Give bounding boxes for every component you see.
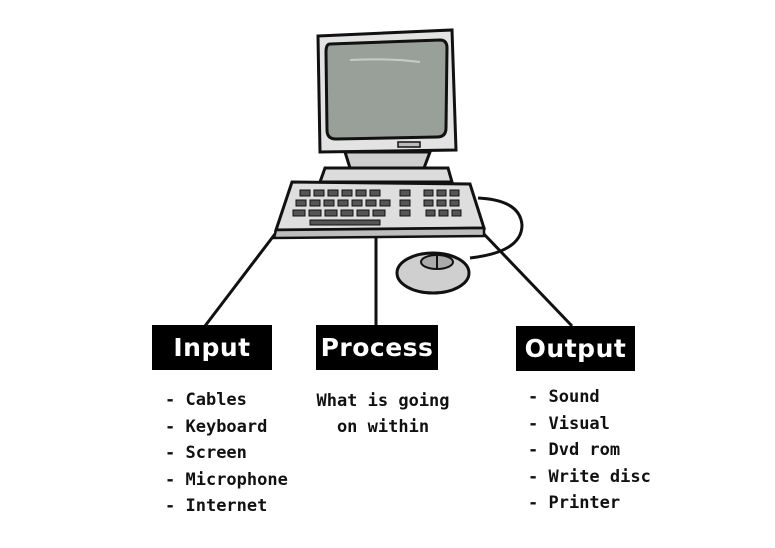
process-title: Process [320,333,434,362]
process-desc-line: on within [336,417,430,437]
output-list: Sound Visual Dvd rom Write disc Printer [528,384,651,517]
connector-input [203,233,277,327]
list-item: Dvd rom [528,437,651,464]
list-item: Internet [165,493,288,520]
list-item: Sound [528,384,651,411]
list-item: Cables [165,387,288,414]
list-item: Visual [528,411,651,438]
process-desc-line: What is going [316,391,450,411]
process-description: What is going on within [307,388,459,440]
mouse-icon [395,251,471,295]
list-item: Keyboard [165,414,288,441]
process-box: Process [316,325,438,370]
keyboard-icon [272,180,487,240]
monitor-icon [316,28,458,184]
list-item: Screen [165,440,288,467]
list-item: Microphone [165,467,287,494]
list-item: Printer [528,490,651,517]
input-box: Input [152,325,272,370]
output-title: Output [524,334,627,363]
connector-output [480,230,574,328]
input-title: Input [173,333,251,362]
input-list: Cables Keyboard Screen Microphone Intern… [165,387,288,520]
output-box: Output [516,326,635,371]
list-item: Write disc [528,464,650,491]
mouse-cable [469,196,524,260]
